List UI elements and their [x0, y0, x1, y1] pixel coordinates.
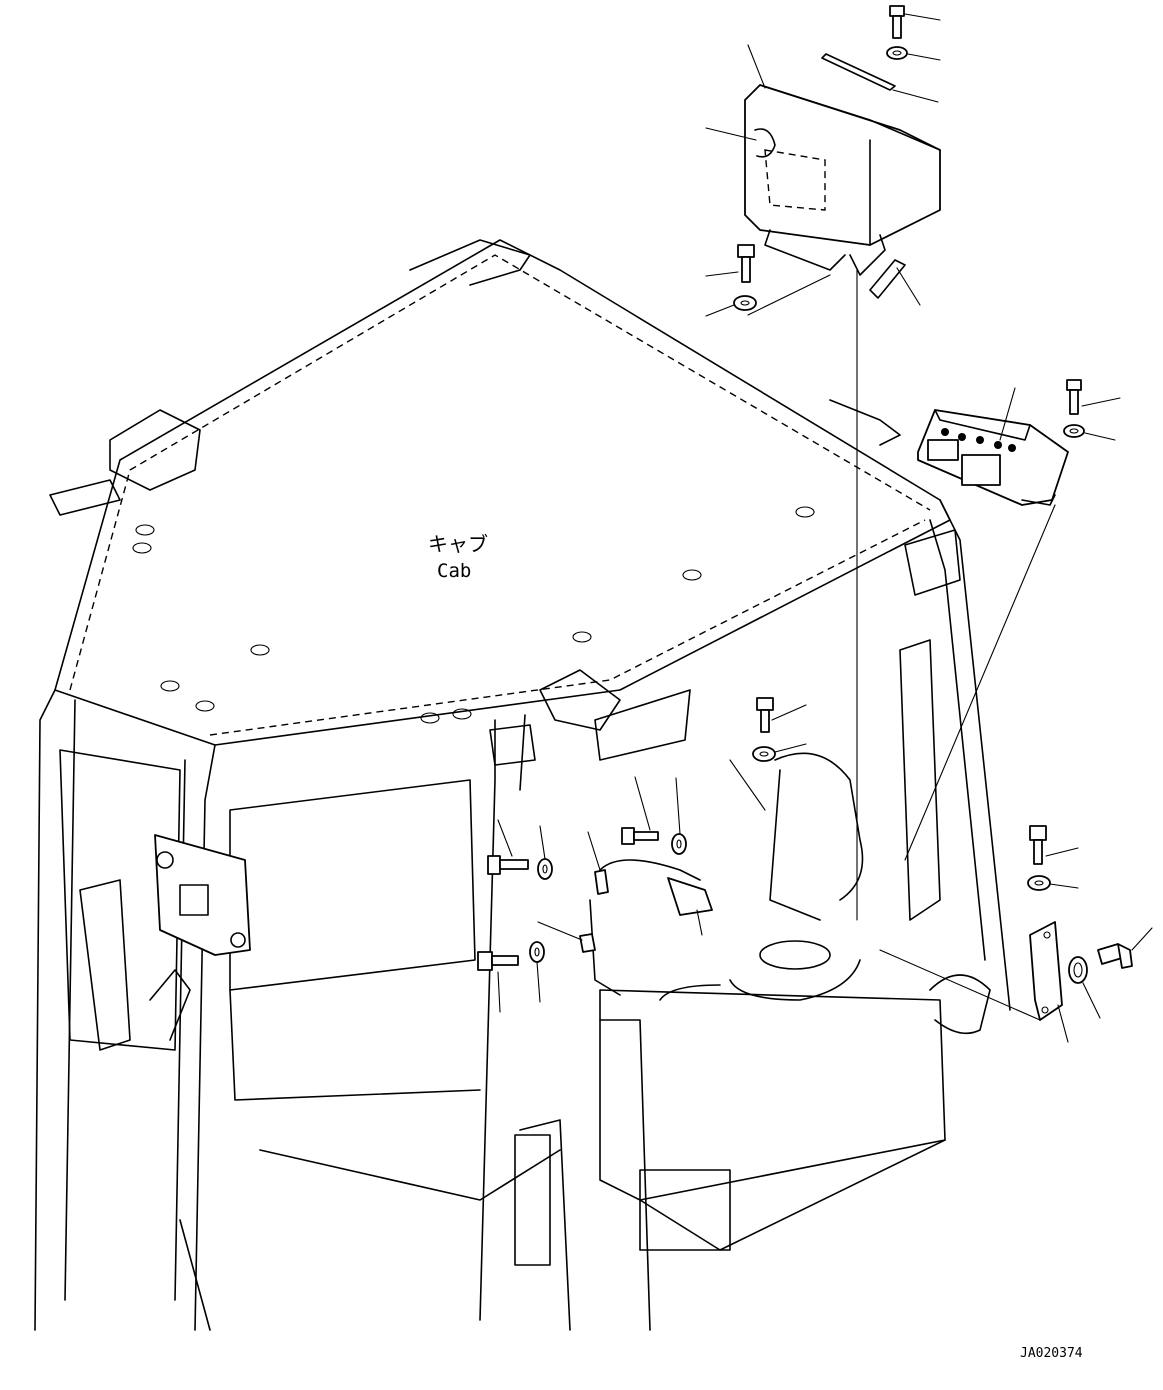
- hex-bolt-icon: [1029, 825, 1079, 865]
- hex-bolt-icon: [1066, 379, 1121, 415]
- cab-frame: [34, 239, 1011, 1331]
- hex-bolt-icon: [705, 244, 755, 283]
- washer-icon: [1063, 424, 1116, 441]
- controller-unit: [904, 387, 1069, 861]
- leader-line: [729, 759, 766, 811]
- hex-bolt-icon: [1097, 927, 1153, 969]
- hex-bolt-icon: [487, 819, 529, 875]
- hex-bolt-icon: [756, 697, 807, 733]
- washer-icon: [752, 743, 807, 762]
- washer-icon: [705, 295, 757, 317]
- cab-label-jp: キャブ: [428, 532, 488, 556]
- roof-bosses: [132, 506, 815, 724]
- washer-icon: [529, 941, 545, 1003]
- hex-bolt-icon: [889, 5, 941, 39]
- washer-icon: [1027, 875, 1079, 891]
- reference-code: JA020374: [1020, 1346, 1083, 1361]
- washer-icon: [671, 777, 687, 855]
- bracket-icon: [879, 921, 1069, 1043]
- washer-icon: [537, 825, 553, 880]
- grommet: [1068, 956, 1101, 1019]
- harness-clamp: [537, 831, 713, 953]
- washer-icon: [886, 46, 941, 61]
- cab-label-en: Cab: [437, 560, 471, 582]
- monitor-cover: [705, 44, 941, 316]
- hex-bolt-icon: [621, 776, 659, 845]
- hex-bolt-icon: [477, 951, 519, 1013]
